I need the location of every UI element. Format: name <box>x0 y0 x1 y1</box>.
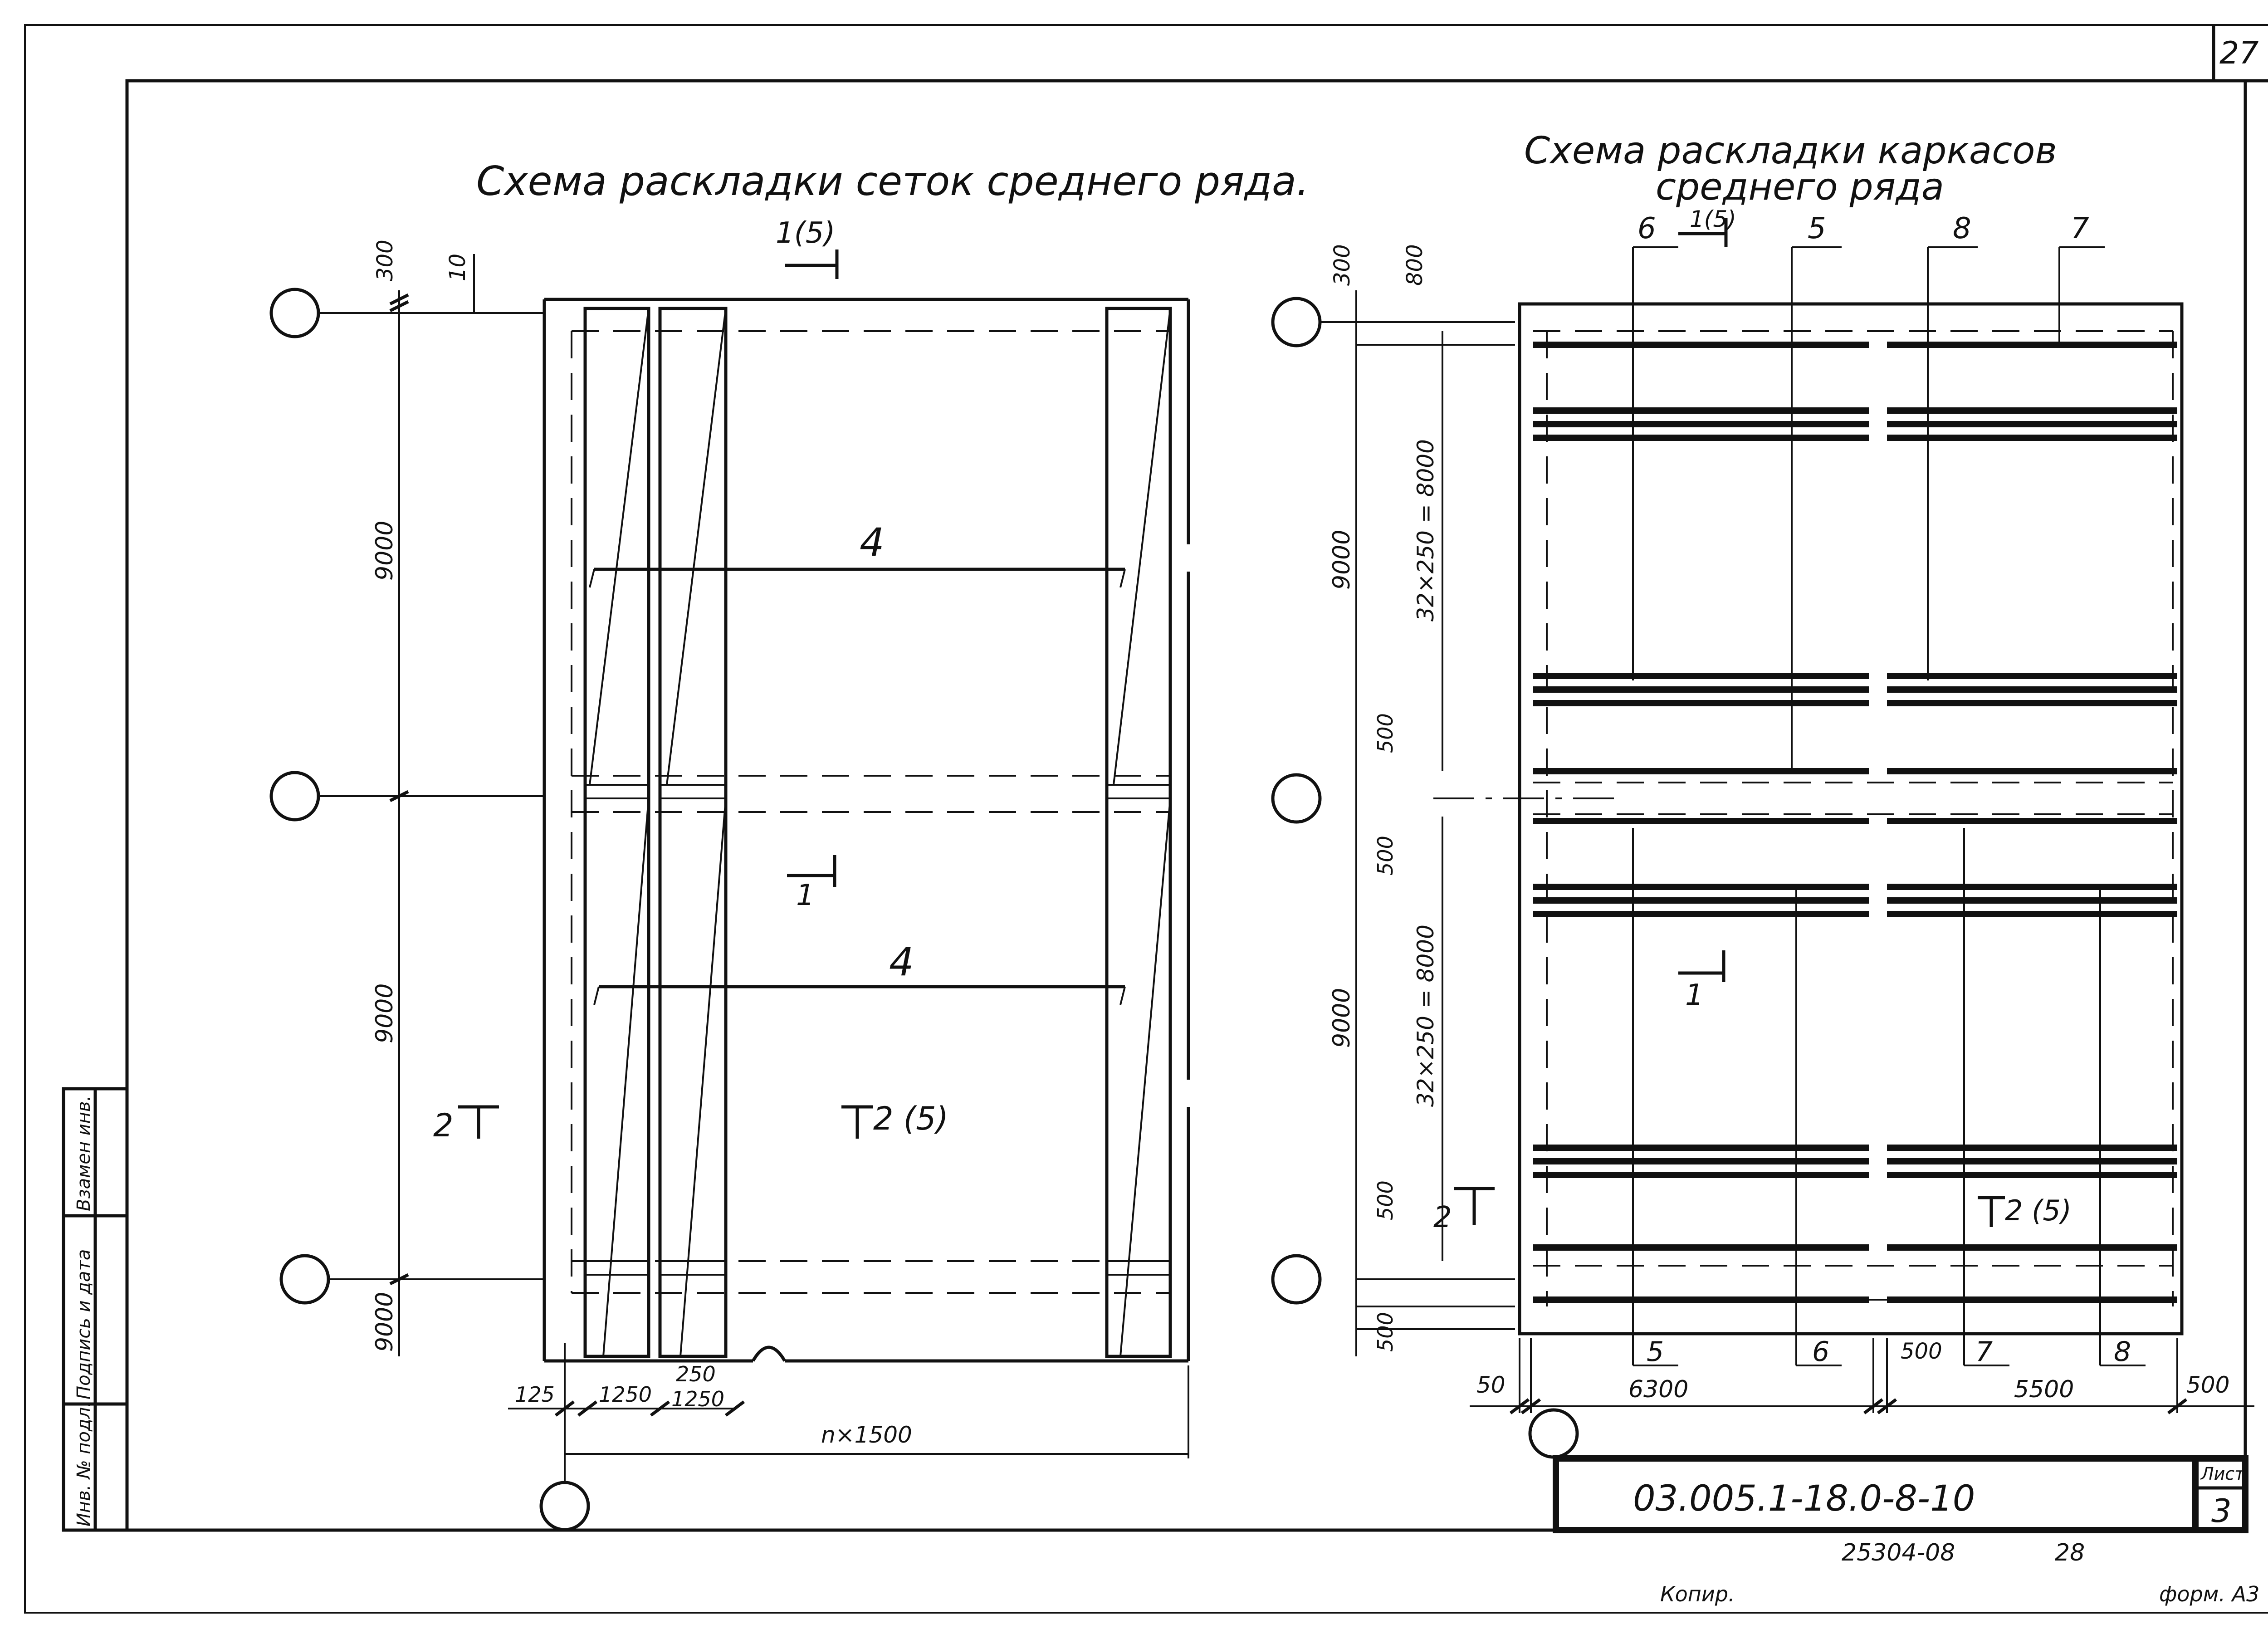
right-dim-bottom-50: 50 <box>1476 1372 1505 1398</box>
axis-bubble-right-bottom <box>1271 1254 1322 1305</box>
mesh-strip-3 <box>1105 307 1172 1358</box>
right-dim-top-800: 800 <box>1402 244 1427 286</box>
right-scheme-title-1: Схема раскладки каркасов <box>1524 129 2057 172</box>
left-dim-bottom-1250-b: 1250 <box>671 1387 724 1411</box>
left-dim-bottom-250: 250 <box>676 1362 716 1386</box>
stamp-signature-date: Подпись и дата <box>73 1249 94 1399</box>
mesh-strip-2 <box>658 307 728 1358</box>
right-dim-gap-500-c: 500 <box>1373 1180 1398 1220</box>
left-dim-top-300: 300 <box>372 240 398 281</box>
right-section-mid: 1 <box>1685 978 1704 1012</box>
stamp-replaces-inv: Взамен инв. <box>73 1096 94 1211</box>
left-section-top: 1(5) <box>776 216 835 250</box>
right-section-right: 2 (5) <box>2005 1194 2072 1227</box>
right-dim-bottom-500-b: 500 <box>2186 1372 2229 1398</box>
stamp-number: 25304-08 <box>1842 1539 1955 1566</box>
left-dim-bottom-1250-a: 1250 <box>599 1382 652 1407</box>
right-section-top: 1(5) <box>1690 206 1736 232</box>
stamp-inv-original: Инв. № подл. <box>73 1401 94 1526</box>
right-mark-top-6: 6 <box>1637 212 1656 245</box>
right-frame-scheme: Схема раскладки каркасов среднего ряда 3… <box>1271 129 2254 1459</box>
right-dim-bottom-5500: 5500 <box>2014 1376 2074 1403</box>
axis-bubble-left-bottom <box>279 1254 330 1305</box>
frame-group-right <box>1887 342 2177 1303</box>
sheet-number: 3 <box>2211 1492 2232 1530</box>
left-dim-top-10: 10 <box>445 254 470 281</box>
left-section-left: 2 <box>433 1107 454 1144</box>
sheet-label: Лист <box>2200 1464 2245 1484</box>
format-label: форм. А3 <box>2159 1582 2259 1606</box>
axis-bubble-left-top <box>269 288 320 338</box>
right-dim-spacing-2: 32×250 = 8000 <box>1413 925 1439 1107</box>
page-number: 27 <box>2219 35 2259 71</box>
right-dim-top-300: 300 <box>1330 244 1355 286</box>
drawing-code: 03.005.1-18.0-8-10 <box>1633 1478 1975 1519</box>
axis-bubble-left-mid <box>269 771 320 822</box>
right-dim-gap-500-a: 500 <box>1373 713 1398 753</box>
left-scheme-title: Схема раскладки сеток среднего ряда. <box>476 158 1309 205</box>
copier-label: Копир. <box>1660 1582 1735 1606</box>
side-stamp: Инв. № подл. Подпись и дата Взамен инв. <box>62 1087 129 1532</box>
right-mark-top-8: 8 <box>1953 212 1971 245</box>
right-section-left: 2 <box>1433 1201 1452 1234</box>
right-dim-gap-500-d: 500 <box>1373 1312 1398 1352</box>
left-section-right: 2 (5) <box>873 1100 948 1137</box>
left-dim-span-1: 9000 <box>371 521 398 581</box>
left-dim-bottom-125: 125 <box>515 1382 555 1407</box>
axis-bubble-left-base <box>539 1481 590 1531</box>
right-dim-bottom-6300: 6300 <box>1628 1376 1688 1403</box>
inner-frame <box>125 79 2247 1532</box>
axis-bubble-right-mid <box>1271 773 1322 824</box>
right-mark-bottom-5: 5 <box>1647 1336 1664 1368</box>
left-mesh-scheme: Схема раскладки сеток среднего ряда. 300… <box>269 158 1309 1531</box>
right-mark-top-7: 7 <box>2071 212 2089 245</box>
right-mark-bottom-6: 6 <box>1812 1336 1829 1368</box>
frame-group-left <box>1533 342 1869 1303</box>
stamp-page: 28 <box>2055 1539 2085 1566</box>
right-mark-bottom-8: 8 <box>2114 1336 2131 1368</box>
right-scheme-title-2: среднего ряда <box>1656 166 1944 209</box>
axis-bubble-right-base <box>1528 1408 1579 1459</box>
left-dim-span-2: 9000 <box>371 983 398 1043</box>
left-section-mid: 1 <box>796 879 815 912</box>
left-mesh-mark-1: 4 <box>860 520 885 565</box>
outer-frame <box>24 24 2268 1614</box>
axis-bubble-right-top <box>1271 297 1322 347</box>
right-dim-span-2: 9000 <box>1328 988 1355 1048</box>
right-mark-bottom-7: 7 <box>1975 1336 1993 1368</box>
right-dim-span-1: 9000 <box>1328 530 1355 590</box>
left-dim-bottom-n1500: n×1500 <box>821 1422 912 1448</box>
right-dim-gap-500-b: 500 <box>1373 836 1398 876</box>
mesh-strip-1 <box>583 307 650 1358</box>
right-mark-top-5: 5 <box>1808 212 1826 245</box>
right-dim-spacing-1: 32×250 = 8000 <box>1413 439 1439 621</box>
title-block: 03.005.1-18.0-8-10 Лист 3 <box>1553 1455 2248 1533</box>
left-dim-span-3: 9000 <box>371 1292 398 1352</box>
left-mesh-mark-2: 4 <box>889 939 914 985</box>
right-dim-bottom-500-a: 500 <box>1901 1339 1942 1364</box>
